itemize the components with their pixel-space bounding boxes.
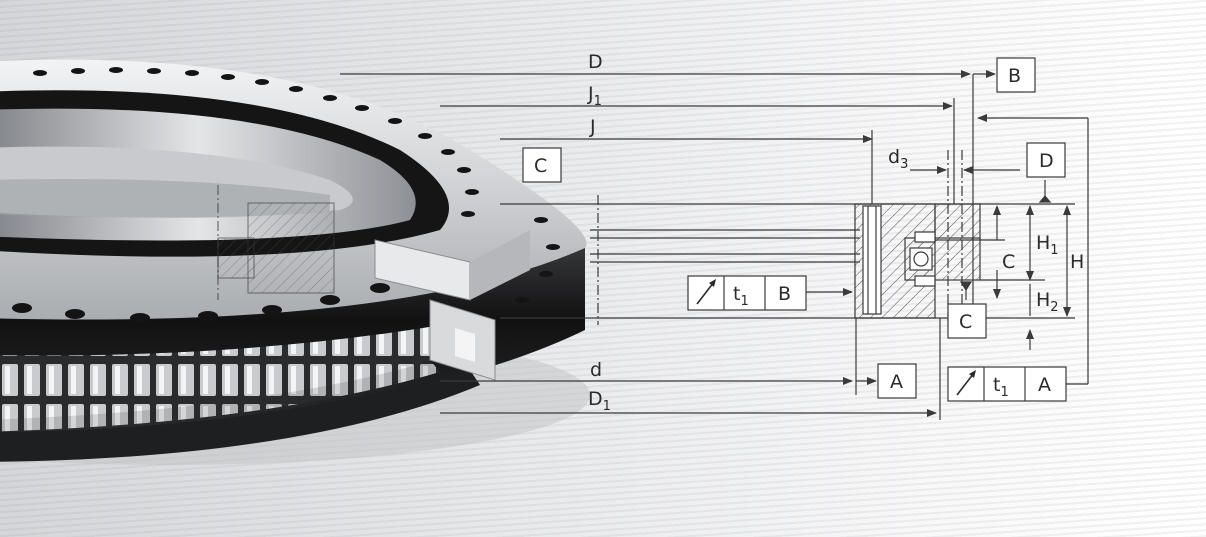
datum-D: D <box>1026 142 1066 178</box>
tolerance-datum: A <box>1038 374 1051 396</box>
tolerance-frame-1: t1 B <box>687 275 807 311</box>
runout-arrow-icon <box>956 370 976 396</box>
svg-text:C: C <box>959 311 972 333</box>
tolerance-frame-2: t1 A <box>947 366 1067 402</box>
datum-boxes: B D C C A <box>522 57 1066 399</box>
dimension-labels: D J1 J d3 H1 H C H2 d D1 <box>587 51 1084 414</box>
label-H1: H1 <box>1036 232 1059 258</box>
datum-A: A <box>877 363 917 399</box>
datum-B: B <box>996 57 1036 93</box>
tolerance-datum: B <box>778 283 791 305</box>
label-D: D <box>588 51 603 73</box>
dimension-lines <box>340 70 1089 420</box>
mounting-holes-outer <box>33 67 560 303</box>
runout-arrow-icon <box>696 279 716 305</box>
svg-text:A: A <box>890 371 903 393</box>
svg-text:B: B <box>1008 65 1021 87</box>
label-J1: J1 <box>587 83 602 109</box>
label-J: J <box>589 116 596 138</box>
label-d3: d3 <box>888 146 908 172</box>
datum-C-lower: C <box>947 303 987 339</box>
tolerance-value: t1 <box>733 283 749 309</box>
left-section-hatch <box>247 202 335 294</box>
bearing-render <box>0 59 590 465</box>
label-H2: H2 <box>1036 289 1059 315</box>
lower-ring <box>0 370 480 462</box>
label-H: H <box>1070 251 1084 273</box>
tolerance-value: t1 <box>993 374 1009 400</box>
label-C-height: C <box>1002 251 1015 273</box>
label-d: d <box>590 359 602 381</box>
svg-text:C: C <box>534 155 547 177</box>
label-D1: D1 <box>588 388 611 414</box>
radial-rollers <box>0 360 440 432</box>
svg-text:D: D <box>1039 150 1054 172</box>
datum-C-upper: C <box>522 147 562 183</box>
cutaway-side <box>470 230 530 300</box>
